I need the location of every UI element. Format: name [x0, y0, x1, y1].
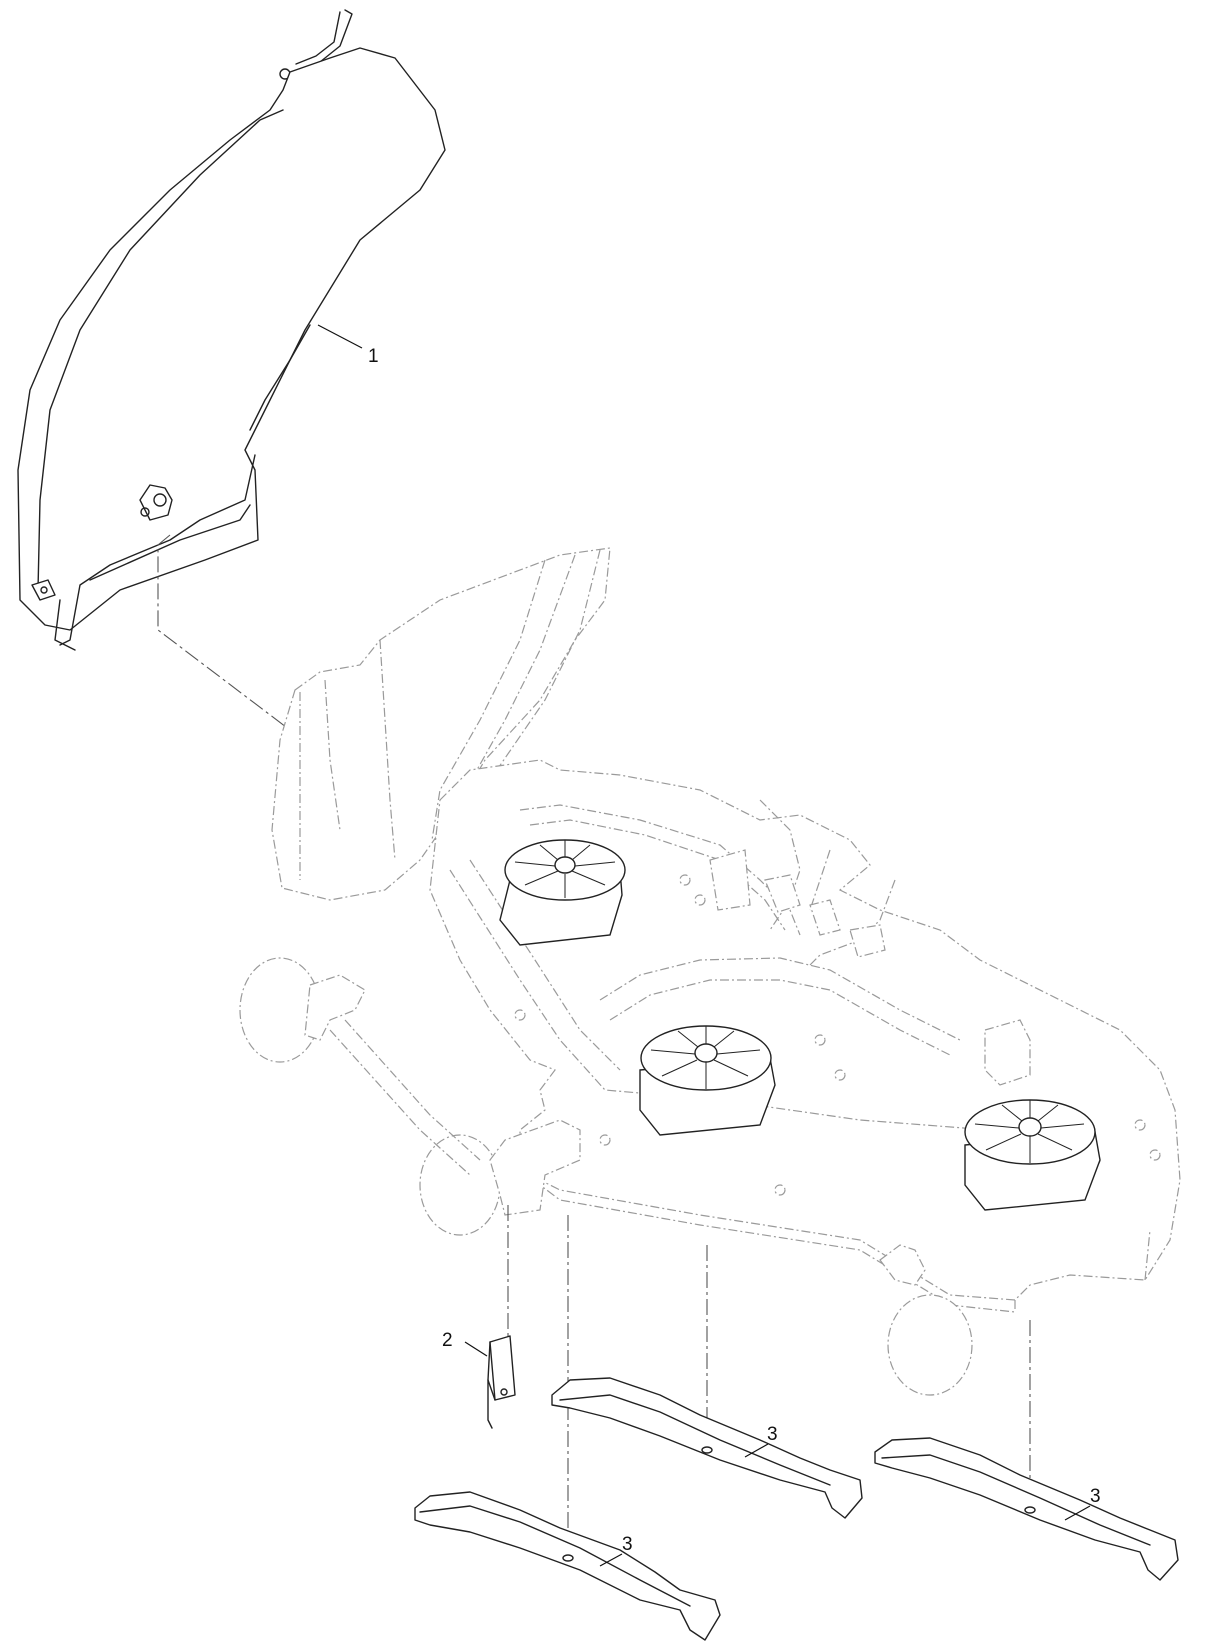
- callout-1: 1: [317, 324, 379, 367]
- callout-3-right: 3: [1064, 1486, 1101, 1521]
- callout-3-center: 3: [744, 1424, 778, 1458]
- callout-label-1: 1: [368, 346, 379, 367]
- blade-center: [551, 1377, 863, 1519]
- callout-label-3-center: 3: [767, 1424, 778, 1445]
- callout-label-3-right: 3: [1090, 1486, 1101, 1507]
- blade-left: [414, 1491, 721, 1641]
- chute-centerline: [157, 534, 291, 731]
- motor-right: [964, 1099, 1101, 1211]
- blade-right: [874, 1437, 1179, 1581]
- bracket-part-2: [487, 1335, 516, 1429]
- callout-2: 2: [442, 1330, 488, 1357]
- caster-wheels: [239, 957, 973, 1396]
- discharge-chute: [17, 9, 446, 651]
- motor-center: [639, 1025, 776, 1136]
- callout-3-left: 3: [599, 1534, 633, 1567]
- callout-label-2: 2: [442, 1330, 453, 1351]
- motor-left: [499, 839, 626, 946]
- callout-label-3-left: 3: [622, 1534, 633, 1555]
